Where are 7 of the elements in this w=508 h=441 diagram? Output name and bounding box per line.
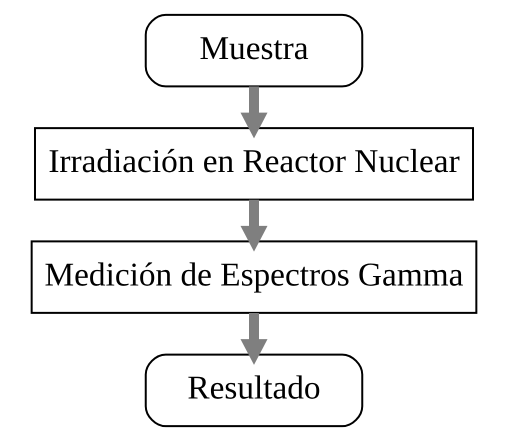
- arrow: [240, 86, 268, 138]
- arrow: [240, 200, 268, 252]
- node-box: Muestra: [144, 14, 364, 88]
- node-box: Resultado: [144, 354, 364, 428]
- arrow: [240, 312, 268, 365]
- node-box: Irradiación en Reactor Nuclear: [34, 127, 474, 201]
- node-box: Medición de Espectros Gamma: [30, 240, 478, 314]
